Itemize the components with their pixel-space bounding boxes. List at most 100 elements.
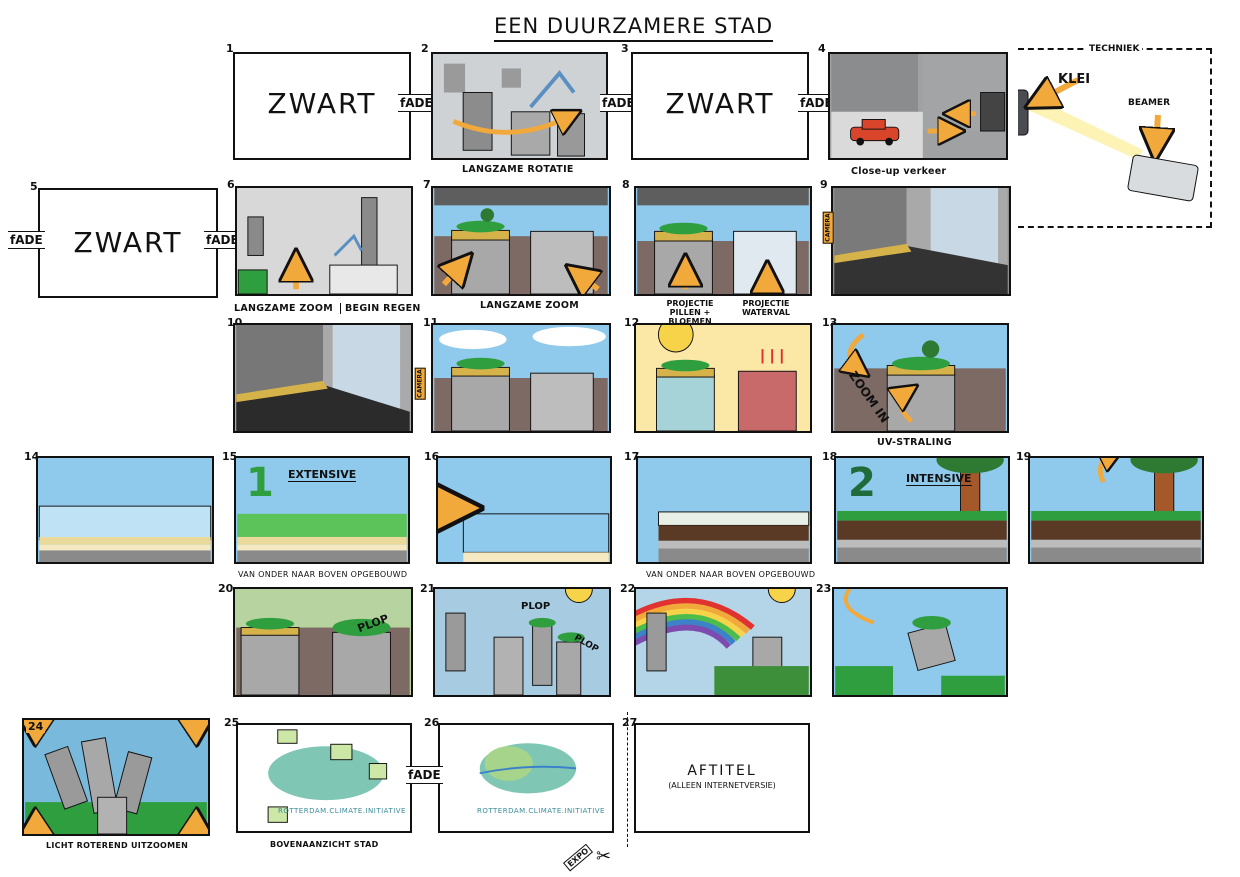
black-screen-label: ZWART — [665, 87, 775, 120]
panel-6-caption-b: BEGIN REGEN — [340, 303, 421, 314]
panel-5: ZWART — [38, 188, 218, 298]
panel-17 — [636, 456, 812, 564]
storyboard-title: EEN DUURZAMERE STAD — [494, 14, 774, 42]
extensive-roof-scene — [237, 513, 407, 562]
panel-number: 21 — [420, 582, 436, 595]
panel-25-caption: BOVENAANZICHT STAD — [270, 840, 379, 849]
climate-initiative-logo-text: ROTTERDAM.CLIMATE.INITIATIVE — [477, 807, 605, 815]
panel-9 — [831, 186, 1011, 296]
panel-number: 9 — [820, 178, 828, 191]
panel-11 — [431, 323, 611, 433]
panel-24-caption: LICHT ROTEREND UITZOOMEN — [46, 841, 189, 850]
extensive-label: EXTENSIVE — [288, 468, 357, 482]
panel-7 — [431, 186, 611, 296]
clay-label: KLEi — [1058, 72, 1091, 87]
projection-label-b: Projectie waterval — [741, 299, 791, 317]
scissors-icon: ✂ — [596, 846, 612, 867]
panel-18: 2 INTENSIVE — [834, 456, 1010, 564]
climate-initiative-logo — [479, 743, 577, 794]
panel-number: 3 — [621, 42, 629, 55]
clouds-clear-scene — [434, 326, 608, 431]
camera-label: CAMERA — [822, 211, 834, 244]
fade-transition: fADE — [406, 766, 443, 784]
panel-2-caption: LANGZAME ROTATIE — [462, 164, 574, 175]
camera-street-scene — [834, 188, 1008, 294]
roof-layer-scene — [38, 505, 212, 562]
plop-label-a: PLOP — [521, 601, 551, 612]
panel-number: 24 — [26, 720, 46, 733]
panel-15-caption: VAN ONDER NAAR BOVEN OPGEBOUWD — [238, 570, 408, 579]
beamer-label: BEAMER — [1128, 98, 1171, 108]
level-number: 2 — [848, 460, 876, 506]
panel-26: ROTTERDAM.CLIMATE.INITIATIVE — [438, 723, 614, 833]
fade-transition: fADE — [8, 231, 45, 249]
panel-17-caption: VAN ONDER NAAR BOVEN OPGEBOUWD — [646, 570, 816, 579]
roof-layers-scene — [658, 511, 810, 562]
panel-number: 6 — [227, 178, 235, 191]
fade-transition: fADE — [398, 94, 435, 112]
panel-23 — [832, 587, 1008, 697]
panel-number: 27 — [622, 716, 638, 729]
panel-16 — [436, 456, 612, 564]
intensive-roof-scene — [1031, 458, 1201, 562]
sun-heat-scene — [656, 325, 797, 431]
panel-12 — [634, 323, 812, 433]
city-rotation-scene — [443, 63, 585, 157]
panel-6-caption-a: LANGZAME ZOOM — [234, 303, 334, 314]
fade-transition: fADE — [798, 94, 835, 112]
panel-number: 18 — [822, 450, 838, 463]
intensive-label: INTENSIVE — [906, 472, 972, 486]
panel-number: 19 — [1016, 450, 1032, 463]
rotating-city-scene — [24, 720, 208, 834]
fade-transition: fADE — [600, 94, 637, 112]
intensive-roof-scene — [837, 458, 1007, 562]
panel-number: 7 — [423, 178, 431, 191]
camera-street-scene — [236, 325, 410, 431]
panel-15: 1 EXTENSIVE — [234, 456, 410, 564]
panel-number: 25 — [224, 716, 240, 729]
top-view-city-scene — [267, 729, 388, 823]
panel-4-caption: Close-up verkeer — [851, 166, 947, 177]
projection-label-a: Projectie Pillen + bloemen — [666, 299, 714, 326]
panel-22 — [634, 587, 812, 697]
credits-title: AFTITEL — [687, 763, 757, 779]
roof-layer-scene — [438, 458, 610, 562]
panel-19 — [1028, 456, 1204, 564]
rainbow-scene — [636, 589, 809, 695]
zoom-roof-scene — [834, 332, 1006, 431]
panel-number: 22 — [620, 582, 636, 595]
projection-scene — [637, 188, 809, 294]
panel-7-caption: LANGZAME ZOOM — [480, 300, 580, 311]
panel-number: 26 — [424, 716, 440, 729]
panel-13: ZOOM IN — [831, 323, 1009, 433]
panel-24: 24 — [22, 718, 210, 836]
panel-2 — [431, 52, 608, 160]
projection-setup-diagram — [1018, 50, 1199, 202]
panel-14 — [36, 456, 214, 564]
plop-scene — [236, 617, 410, 695]
black-screen-label: ZWART — [267, 87, 377, 120]
panel-20: PLOP — [233, 587, 413, 697]
plop-buildings-scene — [445, 589, 593, 695]
panel-number: 14 — [24, 450, 40, 463]
panel-1: ZWART — [233, 52, 411, 160]
panel-21: PLOP PLOP — [433, 587, 611, 697]
panel-6 — [235, 186, 413, 296]
panel-27: AFTITEL (ALLEEN INTERNETVERSIE) — [634, 723, 810, 833]
zoom-rain-scene — [237, 197, 398, 294]
panel-3: ZWART — [631, 52, 809, 160]
panel-number: 20 — [218, 582, 234, 595]
panel-number: 15 — [222, 450, 238, 463]
fade-transition: fADE — [204, 231, 241, 249]
black-screen-label: ZWART — [73, 226, 183, 259]
panel-number: 2 — [421, 42, 429, 55]
camera-label: CAMERA — [414, 367, 426, 400]
panel-10 — [233, 323, 413, 433]
technique-box: TECHNIEK KLEi BEAMER — [1018, 44, 1212, 228]
panel-25: ROTTERDAM.CLIMATE.INITIATIVE — [236, 723, 412, 833]
climate-initiative-logo-text: ROTTERDAM.CLIMATE.INITIATIVE — [278, 807, 406, 815]
panel-4 — [828, 52, 1008, 160]
panel-number: 5 — [30, 180, 38, 193]
panel-number: 16 — [424, 450, 440, 463]
panel-number: 17 — [624, 450, 640, 463]
